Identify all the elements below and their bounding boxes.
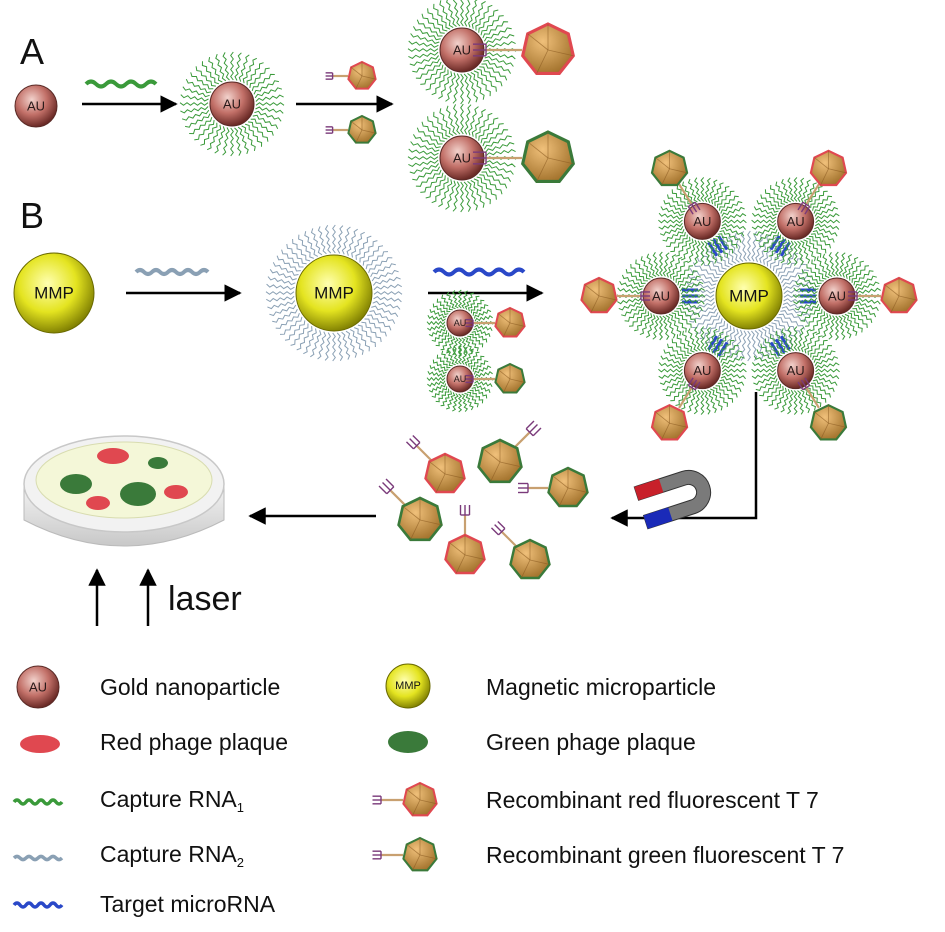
gold-particle-label: AU [223, 97, 241, 112]
target-microrna-strand [432, 267, 526, 277]
red-plaque [86, 496, 110, 510]
legend-capture2-icon [12, 854, 64, 862]
legend-gold-icon: AU [16, 665, 60, 709]
mmp-particle-label: MMP [314, 284, 354, 303]
mmp-particle-label: MMP [395, 680, 421, 692]
petri-dish [23, 435, 225, 547]
gold-particle-label: AU [453, 151, 471, 166]
legend-green-t7-icon [372, 836, 438, 872]
gold-with-capture1-a: AU [179, 51, 285, 157]
legend-capture1-label: Capture RNA1 [100, 786, 244, 815]
magnet-icon [633, 469, 712, 530]
panel-label-b: B [20, 195, 44, 236]
legend-target-label: Target microRNA [100, 891, 276, 917]
gold-particle-label: AU [454, 374, 467, 384]
released-phages [378, 420, 589, 580]
red-t7-phage [650, 377, 701, 441]
legend-target-icon [12, 901, 64, 909]
panel-a-step1-gold: AU [14, 84, 58, 128]
green-plaque [60, 474, 92, 494]
capture-rna1-strand [84, 79, 158, 89]
legend-gold-label: Gold nanoparticle [100, 674, 280, 700]
gold-particle-label: AU [787, 214, 805, 229]
mmp-particle-label: MMP [729, 287, 769, 306]
gold-particle-label: AU [693, 214, 711, 229]
red-t7-phage [797, 149, 848, 215]
green-plaque [148, 457, 168, 469]
legend-capture2-label: Capture RNA2 [100, 841, 244, 870]
legend-red-t7-icon [372, 781, 438, 817]
gold-particle-label: AU [693, 363, 711, 378]
gold-red-phage-conjugate: AU [407, 0, 575, 105]
laser-label: laser [168, 580, 242, 618]
green-plaque [120, 482, 156, 506]
red-t7-phage [848, 276, 918, 314]
legend-red-plaque-icon [20, 735, 60, 753]
green-t7-phage [325, 114, 377, 144]
legend-red-t7-label: Recombinant red fluorescent T 7 [486, 787, 819, 813]
mmp-with-capture2: MMP [265, 224, 403, 362]
green-t7-phage [650, 149, 701, 215]
gold-particle-label: AU [454, 318, 467, 328]
mmp-particle-label: MMP [34, 284, 74, 303]
legend-mmp-icon: MMP [385, 663, 431, 709]
red-t7-phage [325, 60, 377, 90]
red-t7-phage [580, 276, 650, 314]
mmp-particle-b1: MMP [13, 252, 95, 334]
gold-particle-label: AU [453, 43, 471, 58]
red-plaque [97, 448, 129, 464]
gold-green-phage-conjugate: AU [407, 103, 575, 213]
green-t7-phage [797, 377, 848, 441]
small-gold-red-conjugate: AU [426, 289, 526, 357]
panel-label-a: A [20, 31, 44, 72]
legend-green-plaque-label: Green phage plaque [486, 729, 696, 755]
arrow-b3 [610, 392, 758, 527]
legend-green-t7-label: Recombinant green fluorescent T 7 [486, 842, 844, 868]
mmp-gold-phage-complex: AU AU AU AU AU AU MMP [580, 149, 918, 441]
legend-green-plaque-icon [388, 731, 428, 753]
gold-particle-label: AU [29, 680, 47, 695]
capture-rna2-strand [134, 268, 210, 276]
legend-capture1-icon [12, 798, 64, 806]
legend-red-plaque-label: Red phage plaque [100, 729, 288, 755]
legend: AU Gold nanoparticle MMP Magnetic microp… [12, 663, 844, 917]
gold-particle-label: AU [787, 363, 805, 378]
small-gold-green-conjugate: AU [426, 345, 526, 413]
gold-particle-label: AU [828, 289, 846, 304]
gold-particle-label: AU [27, 99, 45, 114]
gold-particle-label: AU [652, 289, 670, 304]
red-plaque [164, 485, 188, 499]
legend-mmp-label: Magnetic microparticle [486, 674, 716, 700]
